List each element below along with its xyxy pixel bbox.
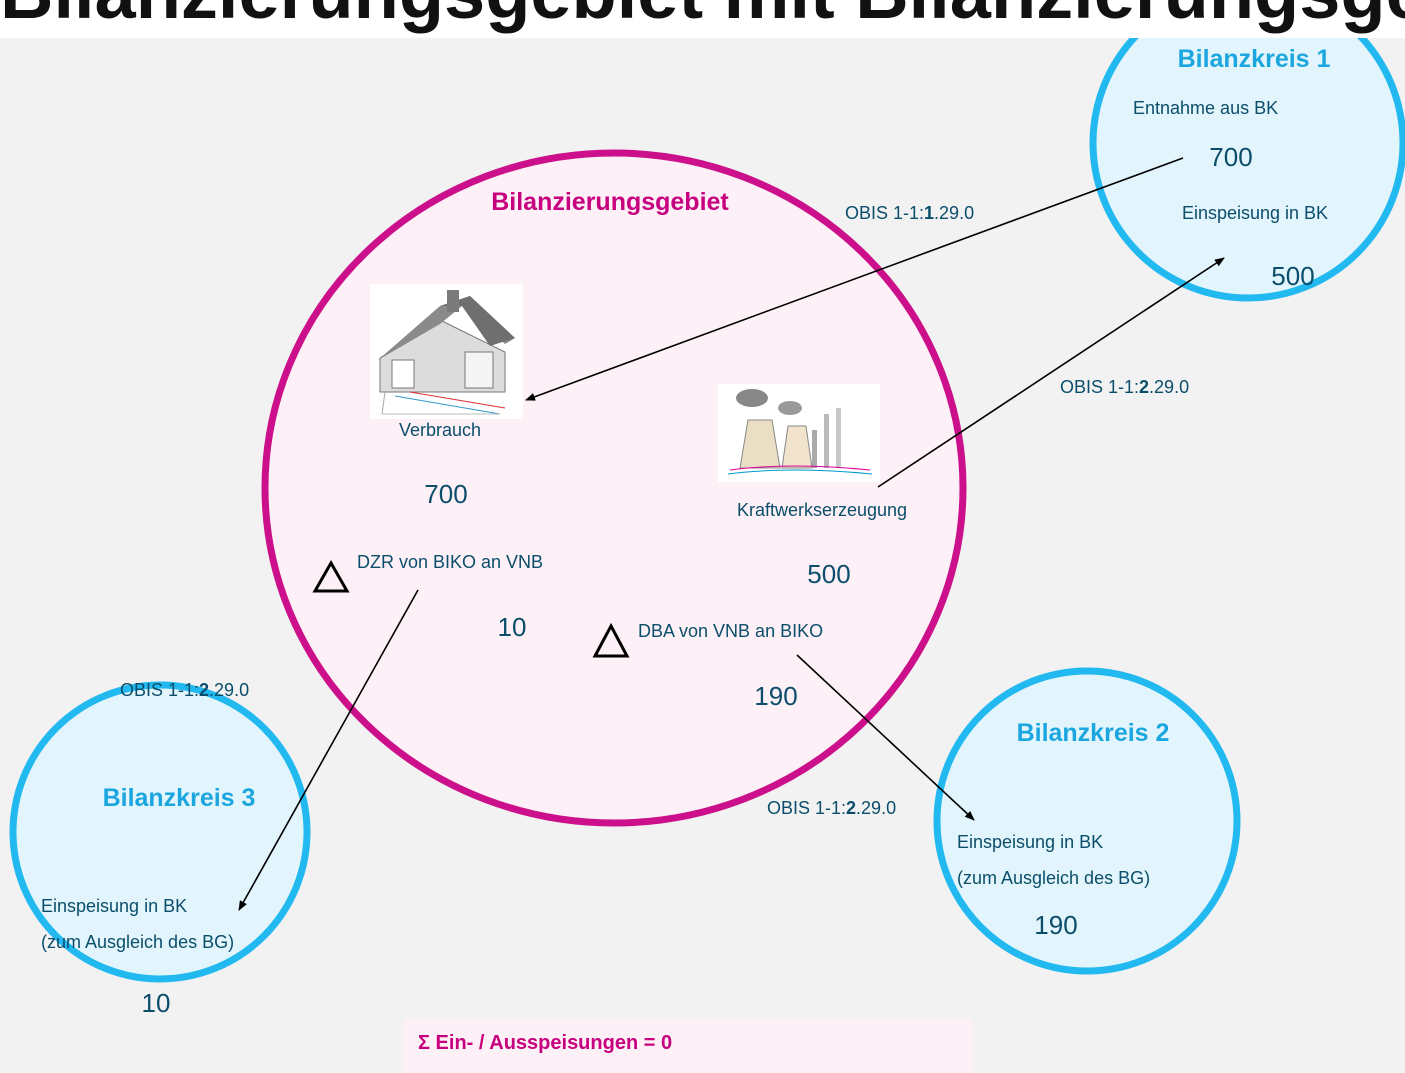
bk1-einspeisung-value: 500	[1271, 261, 1314, 291]
bk3-line2: (zum Ausgleich des BG)	[41, 932, 234, 952]
kraftwerk-label: Kraftwerkserzeugung	[737, 500, 907, 520]
bk3-value: 10	[142, 988, 171, 1018]
obis-label-3: OBIS 1-1:2.29.0	[120, 680, 249, 700]
arrow-bk1-to-verbrauch	[525, 157, 1184, 401]
area-title: Bilanzierungsgebiet	[491, 188, 729, 216]
obis-label-2: OBIS 1-1:2.29.0	[1060, 377, 1189, 397]
bilanzkreis-1-circle	[1089, 38, 1405, 302]
verbrauch-label: Verbrauch	[399, 420, 481, 440]
page-title: Bilanzierungsgebiet mit Bilanzierungsgeg…	[0, 0, 1405, 30]
power-plant-icon	[718, 384, 880, 482]
dba-value: 190	[754, 681, 797, 711]
dzr-delta-icon	[312, 559, 350, 593]
summary-text: Σ Ein- / Ausspeisungen = 0	[418, 1032, 673, 1054]
dba-delta-icon	[592, 622, 630, 658]
house-icon	[370, 284, 523, 419]
diagram: Bilanzierungsgebiet Verbrauch 700 Kraftw…	[9, 38, 1405, 1018]
arrow-kraftwerk-to-bk1	[877, 257, 1225, 488]
dzr-value: 10	[498, 612, 527, 642]
obis-label-1: OBIS 1-1:1.29.0	[845, 203, 974, 223]
bk3-title: Bilanzkreis 3	[103, 784, 256, 812]
diagram-canvas: Bilanzierungsgebiet Verbrauch 700 Kraftw…	[0, 38, 1405, 1073]
kraftwerk-value: 500	[807, 559, 850, 589]
bk2-value: 190	[1034, 910, 1077, 940]
arrow-dba-to-bk2	[796, 654, 975, 821]
obis-label-4: OBIS 1-1:2.29.0	[767, 798, 896, 818]
bk3-line1: Einspeisung in BK	[41, 896, 187, 916]
bk1-entnahme-label: Entnahme aus BK	[1133, 98, 1278, 118]
header-band: Bilanzierungsgebiet mit Bilanzierungsgeg…	[0, 0, 1405, 38]
dzr-label: DZR von BIKO an VNB	[357, 552, 543, 572]
bilanzierungsgebiet-circle	[261, 149, 967, 827]
bilanzkreis-2-circle	[933, 667, 1241, 975]
bk1-entnahme-value: 700	[1209, 142, 1252, 172]
bk2-line2: (zum Ausgleich des BG)	[957, 868, 1150, 888]
bk2-title: Bilanzkreis 2	[1017, 719, 1170, 747]
bk1-einspeisung-label: Einspeisung in BK	[1182, 203, 1328, 223]
dba-label: DBA von VNB an BIKO	[638, 621, 823, 641]
summary-box: Σ Ein- / Ausspeisungen = 0	[404, 1020, 972, 1073]
bilanzkreis-3-circle	[9, 681, 311, 983]
verbrauch-value: 700	[424, 479, 467, 509]
arrow-dzr-to-bk3	[238, 589, 419, 911]
bk2-line1: Einspeisung in BK	[957, 832, 1103, 852]
bk1-title: Bilanzkreis 1	[1178, 45, 1331, 73]
